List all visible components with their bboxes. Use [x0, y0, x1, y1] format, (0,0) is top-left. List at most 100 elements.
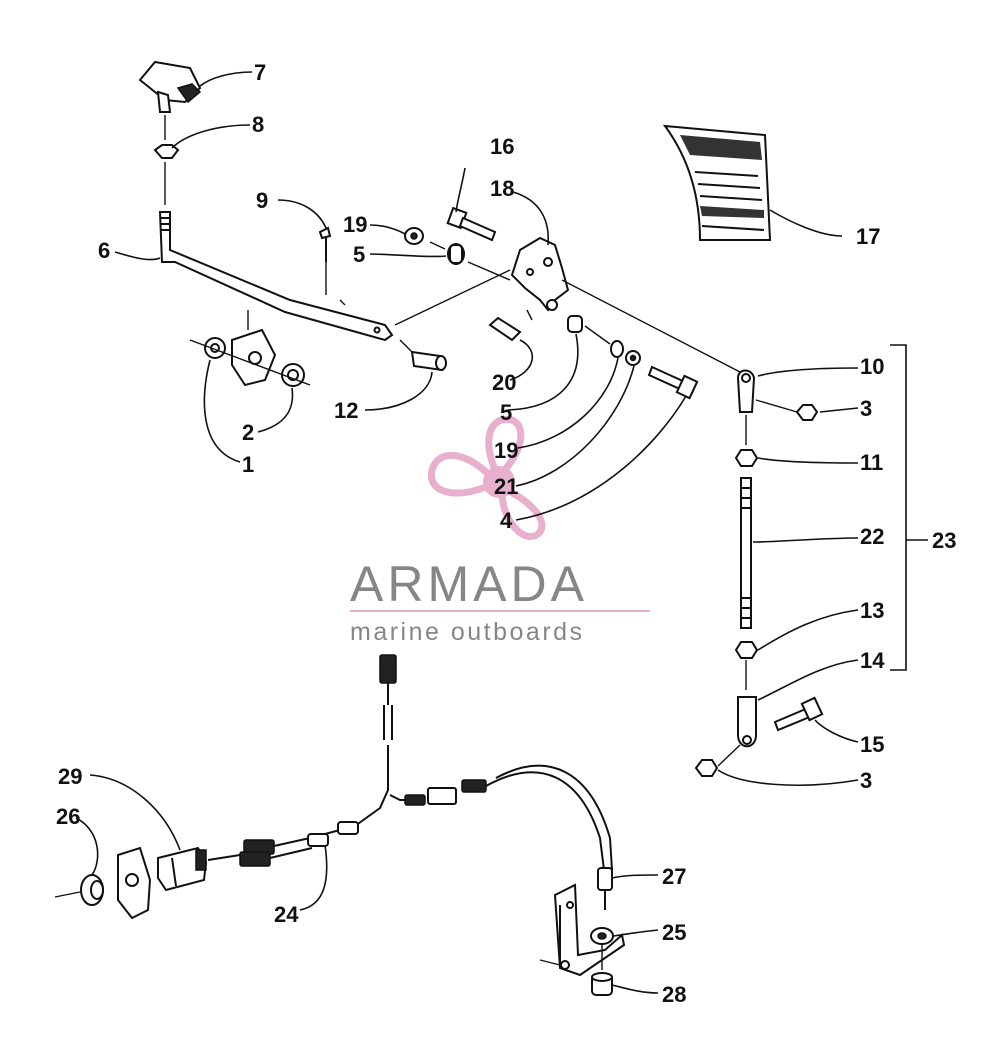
threaded-rod-22 — [740, 477, 752, 629]
bolt-16 — [446, 206, 497, 242]
callout-2: 2 — [242, 420, 254, 445]
leader-19b — [517, 357, 619, 449]
leader-1 — [203, 359, 241, 463]
leader-16 — [455, 167, 466, 213]
leader-2 — [257, 387, 294, 433]
clevis-pin — [410, 350, 447, 372]
sensor-27 — [597, 867, 613, 910]
nut-3b — [694, 759, 719, 777]
bolt-4 — [647, 365, 699, 400]
leader-5b — [507, 333, 579, 411]
leader-24 — [299, 844, 328, 911]
propeller-logo-icon — [427, 415, 546, 541]
nut-13 — [734, 641, 759, 659]
callout-11: 11 — [860, 450, 883, 475]
leader-29 — [89, 774, 181, 851]
callout-18: 18 — [490, 176, 514, 201]
leader-9 — [277, 199, 327, 229]
callout-5b: 5 — [500, 400, 512, 425]
shift-bracket — [510, 236, 570, 312]
leader-7 — [199, 71, 253, 87]
callout-3b: 3 — [860, 768, 872, 793]
watermark: ARMADA marine outboards — [350, 415, 650, 646]
leader-12 — [364, 371, 433, 411]
callout-19a: 19 — [343, 212, 367, 237]
leader-22 — [752, 537, 859, 543]
leader-21 — [515, 365, 635, 487]
callout-28: 28 — [662, 982, 686, 1007]
washer-19b — [610, 340, 624, 358]
lever-nut — [153, 144, 180, 159]
callout-6: 6 — [98, 238, 110, 263]
callout-8: 8 — [252, 112, 264, 137]
callout-14: 14 — [860, 648, 885, 673]
watermark-title: ARMADA — [350, 556, 588, 612]
callout-12: 12 — [334, 398, 358, 423]
leader-13 — [757, 609, 859, 651]
nut-28 — [591, 972, 613, 996]
leader-28 — [611, 984, 659, 994]
bracket-25 — [539, 883, 626, 977]
leader-20 — [509, 339, 534, 381]
callout-10: 10 — [860, 354, 884, 379]
callout-26: 26 — [56, 804, 80, 829]
watermark-subtitle: marine outboards — [350, 618, 585, 646]
nut-26 — [80, 874, 104, 906]
leader-14 — [757, 659, 859, 701]
pin — [318, 226, 332, 295]
leader-27 — [611, 874, 659, 879]
callout-9: 9 — [256, 188, 268, 213]
switch-29 — [157, 846, 208, 892]
wire-harness-24 — [207, 654, 613, 871]
leader-15 — [814, 719, 859, 743]
callout-7: 7 — [254, 60, 266, 85]
leader-25 — [613, 929, 659, 937]
leader-17 — [769, 209, 843, 237]
callout-27: 27 — [662, 864, 686, 889]
callout-1: 1 — [242, 452, 254, 477]
leader-10 — [757, 367, 859, 377]
callout-19b: 19 — [494, 438, 518, 463]
leader-11 — [757, 457, 859, 464]
warning-decal — [662, 124, 772, 241]
leader-3a — [819, 407, 859, 413]
callout-21: 21 — [494, 474, 518, 499]
nut-11 — [734, 449, 759, 467]
lockwasher-21 — [625, 350, 641, 366]
callout-23: 23 — [932, 528, 956, 553]
callout-25: 25 — [662, 920, 686, 945]
mount-plate — [117, 846, 152, 920]
bolt-15 — [773, 696, 824, 732]
callout-22: 22 — [860, 524, 884, 549]
nut-3a — [795, 404, 819, 421]
callout-20: 20 — [492, 370, 516, 395]
leader-18 — [512, 191, 550, 246]
leader-3b — [717, 769, 859, 786]
rod-end-10 — [736, 369, 756, 413]
bushing-left — [204, 337, 226, 359]
callout-3a: 3 — [860, 396, 872, 421]
callout-29: 29 — [58, 764, 82, 789]
pin-20 — [488, 316, 522, 342]
leader-4 — [515, 395, 687, 521]
callout-4: 4 — [500, 508, 513, 533]
rod-end-14 — [737, 696, 757, 748]
spacer-5 — [447, 243, 465, 265]
leader-19a — [369, 224, 406, 235]
callout-5a: 5 — [353, 242, 365, 267]
callout-15: 15 — [860, 732, 884, 757]
spacer-5b — [567, 315, 583, 333]
callout-16: 16 — [490, 134, 514, 159]
shift-handle — [138, 60, 202, 113]
leader-5a — [369, 253, 447, 258]
leader-6 — [114, 251, 161, 261]
leader-8 — [171, 124, 251, 149]
callout-13: 13 — [860, 598, 884, 623]
assembly-bracket-23 — [890, 344, 907, 671]
washer-19 — [404, 227, 424, 245]
callout-24: 24 — [274, 902, 299, 927]
grommet — [590, 927, 614, 945]
callout-17: 17 — [856, 224, 880, 249]
leader-26 — [75, 817, 99, 876]
